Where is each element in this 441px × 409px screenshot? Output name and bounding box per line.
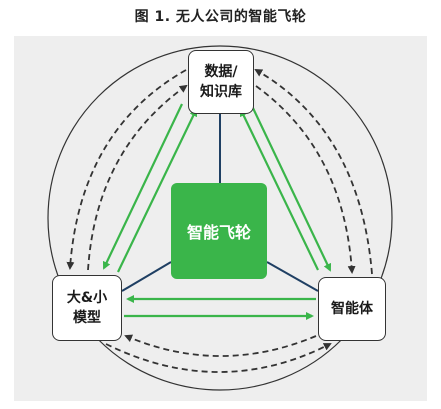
- solid-arrow-top-to-left: [102, 103, 183, 270]
- dashed-arc-top-to-right-inner: [255, 85, 356, 274]
- solid-arrow-right-to-top: [239, 108, 319, 271]
- solid-arrow-top-to-right: [251, 105, 332, 272]
- center-flywheel: 智能飞轮: [171, 183, 267, 279]
- node-agent: 智能体: [318, 277, 386, 341]
- solid-arrow-left-to-top: [117, 108, 198, 273]
- dashed-arc-right-to-top-outer: [254, 68, 373, 275]
- dashed-arc-top-to-left-outer: [66, 69, 187, 270]
- figure-title: 图 1. 无人公司的智能飞轮: [134, 9, 307, 25]
- dashed-arc-right-to-left-upper: [124, 334, 317, 357]
- outer-circle: [47, 45, 393, 391]
- dashed-arc-left-to-top-inner: [87, 84, 188, 271]
- dashed-arc-left-to-right-lower: [105, 343, 332, 373]
- node-large-small-models: 大&小 模型: [52, 275, 122, 341]
- connector-left: [121, 261, 172, 292]
- connector-right: [266, 261, 319, 292]
- node-data-knowledge-base: 数据/ 知识库: [188, 50, 254, 114]
